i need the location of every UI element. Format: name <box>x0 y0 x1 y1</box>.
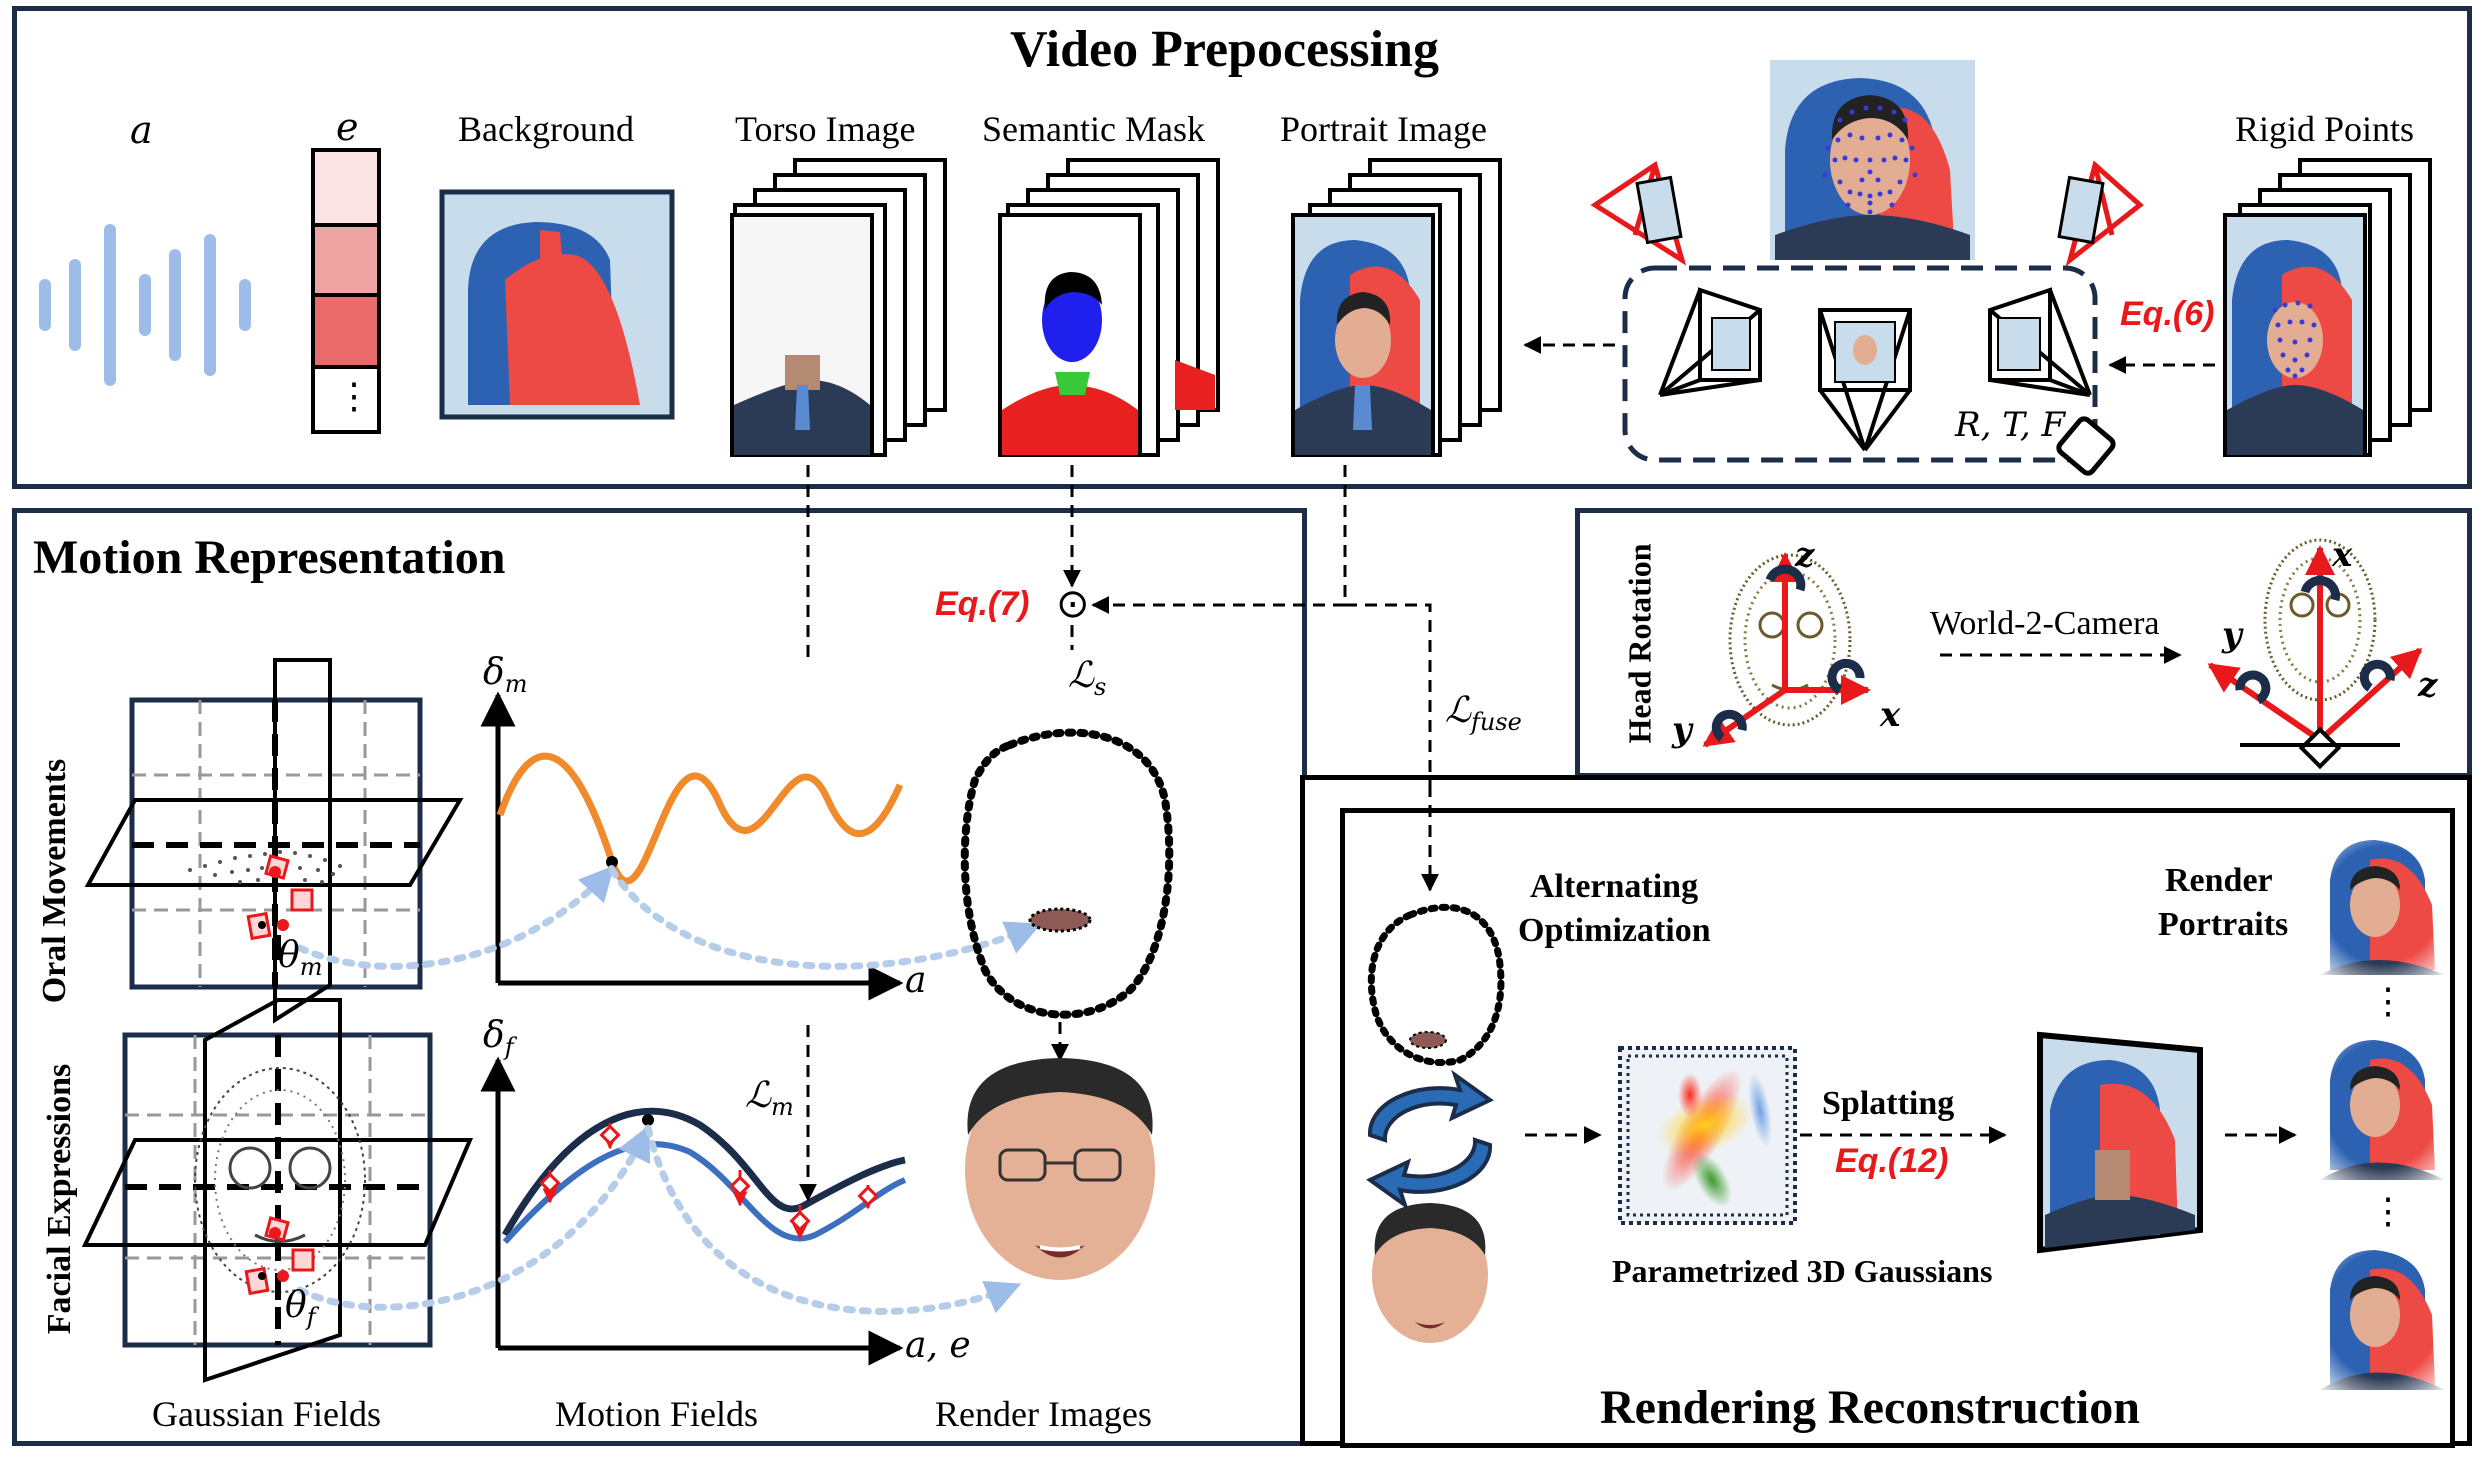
head-point-cloud-world <box>1728 553 1852 727</box>
world-y-label: y <box>1672 710 1692 750</box>
small-rendered-face <box>1372 1203 1488 1343</box>
delta-m-axis-label: δm <box>483 652 528 699</box>
background-image <box>439 189 675 420</box>
render-portrait-1 <box>2315 835 2450 975</box>
camera-z-label: z <box>2418 665 2438 705</box>
camera-frustum-left-icon <box>1658 287 1762 397</box>
oral-flow-arrow-2 <box>608 866 1042 970</box>
rigid-points-front <box>2223 213 2367 457</box>
semantic-mask-label: Semantic Mask <box>982 109 1205 149</box>
delta-f-axis-label: δf <box>483 1015 514 1062</box>
head-rotation-title: Head Rotation <box>1621 543 1658 744</box>
alternating-label: Alternating <box>1530 868 1699 905</box>
parametrized-gaussians-image <box>1618 1046 1797 1225</box>
oral-movements-label: Oral Movements <box>36 758 73 1004</box>
facial-gaussian-field <box>81 998 474 1383</box>
camera-x-label: x <box>2332 535 2353 575</box>
landmark-dots <box>1822 105 1918 215</box>
eq6-label: Eq.(6) <box>2120 295 2215 333</box>
camera-rotation-arrows <box>2235 576 2395 705</box>
small-camera-icon <box>2056 416 2116 476</box>
dashed-line-portrait-to-odot <box>1091 465 1347 614</box>
ls-loss-label: ℒs <box>1068 655 1107 702</box>
world-z-label: z <box>1795 535 1815 575</box>
portraits-label: Portraits <box>2158 906 2289 943</box>
parametrized-gaussians-label: Parametrized 3D Gaussians <box>1612 1253 1993 1289</box>
render-label: Render <box>2165 862 2273 899</box>
video-preprocessing-panel <box>12 6 2472 489</box>
facial-motion-curve <box>502 1141 907 1245</box>
oral-flow-arrow-1 <box>296 864 616 970</box>
expression-label: e <box>336 105 359 149</box>
video-preprocessing-title: Video Prepocessing <box>1010 21 1439 78</box>
oral-motion-curve <box>496 752 904 885</box>
render-portrait-3 <box>2315 1240 2450 1390</box>
expression-vector-dots: ⋮ <box>336 376 372 416</box>
background-label: Background <box>458 109 634 149</box>
face-outline-dotted <box>960 728 1174 1019</box>
rendering-reconstruction-inner-frame <box>1340 808 2455 1448</box>
theta-f-label: θf <box>285 1285 316 1332</box>
lfuse-loss-label: ℒfuse <box>1445 690 1522 737</box>
splatted-portrait-image <box>2037 1031 2203 1254</box>
mouth-icon <box>1028 907 1092 933</box>
oral-gaussian-field <box>84 658 464 1024</box>
splatting-label: Splatting <box>1822 1085 1955 1122</box>
rendered-face-image <box>965 1058 1155 1280</box>
facial-flow-arrow-2 <box>644 1124 1022 1315</box>
camera-pose-dashed-box <box>1622 265 2098 463</box>
camera-frustum-center-icon <box>1818 308 1912 452</box>
axis-a-label: a <box>905 960 927 1001</box>
residual-markers <box>539 1123 879 1240</box>
facial-target-curve <box>501 1107 906 1237</box>
semantic-mask-front <box>998 213 1142 457</box>
portraits-dots-1: ⋮ <box>2370 981 2406 1021</box>
torso-image-label: Torso Image <box>735 109 916 149</box>
expression-vector-icon <box>311 148 381 434</box>
portrait-image-front <box>1291 213 1435 457</box>
camera-frustum-right-icon <box>1988 287 2092 397</box>
odot-operator: ⊙ <box>1056 581 1090 626</box>
audio-waveform-icon <box>39 224 251 386</box>
facial-expressions-label: Facial Expressions <box>41 1063 78 1335</box>
dashed-line-portrait-to-lfuse <box>1345 603 1432 785</box>
optimization-label: Optimization <box>1518 912 1711 949</box>
world-x-label: x <box>1880 695 1901 735</box>
red-camera-left-icon <box>1590 161 1687 266</box>
camera-y-label: y <box>2222 615 2242 655</box>
facial-flow-arrow-1 <box>296 1124 652 1311</box>
world-2-camera-label: World-2-Camera <box>1930 605 2160 642</box>
gaussian-fields-label: Gaussian Fields <box>152 1394 381 1434</box>
portrait-image-label: Portrait Image <box>1280 109 1487 149</box>
theta-m-label: θm <box>278 935 323 982</box>
rendering-reconstruction-title: Rendering Reconstruction <box>1600 1381 2140 1434</box>
motion-representation-title: Motion Representation <box>33 531 506 584</box>
render-portrait-2 <box>2315 1030 2450 1180</box>
alternating-cycle-icon <box>1366 1069 1494 1211</box>
oral-motion-chart <box>480 691 904 1001</box>
axis-ae-label: a, e <box>905 1325 971 1366</box>
render-images-label: Render Images <box>935 1394 1152 1434</box>
rtf-label: R, T, F <box>1955 405 2066 445</box>
rigid-points-label: Rigid Points <box>2235 109 2415 149</box>
lm-loss-label: ℒm <box>745 1075 794 1122</box>
portraits-dots-2: ⋮ <box>2370 1191 2406 1231</box>
oral-point-cloud <box>188 850 342 884</box>
eq12-label: Eq.(12) <box>1835 1142 1949 1180</box>
face-outline-dotted-small <box>1367 903 1505 1067</box>
eq7-label: Eq.(7) <box>935 585 1030 623</box>
world-rotation-arrows <box>1711 564 1865 742</box>
red-camera-right-icon <box>2057 160 2144 267</box>
facial-motion-chart <box>480 1025 907 1366</box>
torso-image-front <box>730 213 874 457</box>
landmark-face-image <box>1770 60 1975 260</box>
audio-label: a <box>130 108 153 152</box>
motion-fields-label: Motion Fields <box>555 1394 759 1434</box>
